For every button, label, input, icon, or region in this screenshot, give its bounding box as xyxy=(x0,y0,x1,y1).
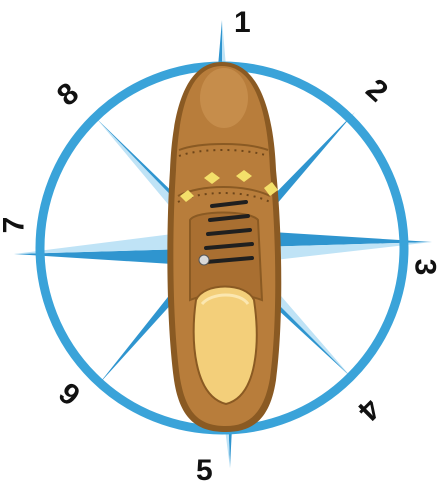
compass-label-1: 1 xyxy=(234,8,251,38)
compass-label-7: 7 xyxy=(0,217,29,234)
compass-label-3: 3 xyxy=(409,259,439,276)
shoe-icon xyxy=(167,62,281,432)
